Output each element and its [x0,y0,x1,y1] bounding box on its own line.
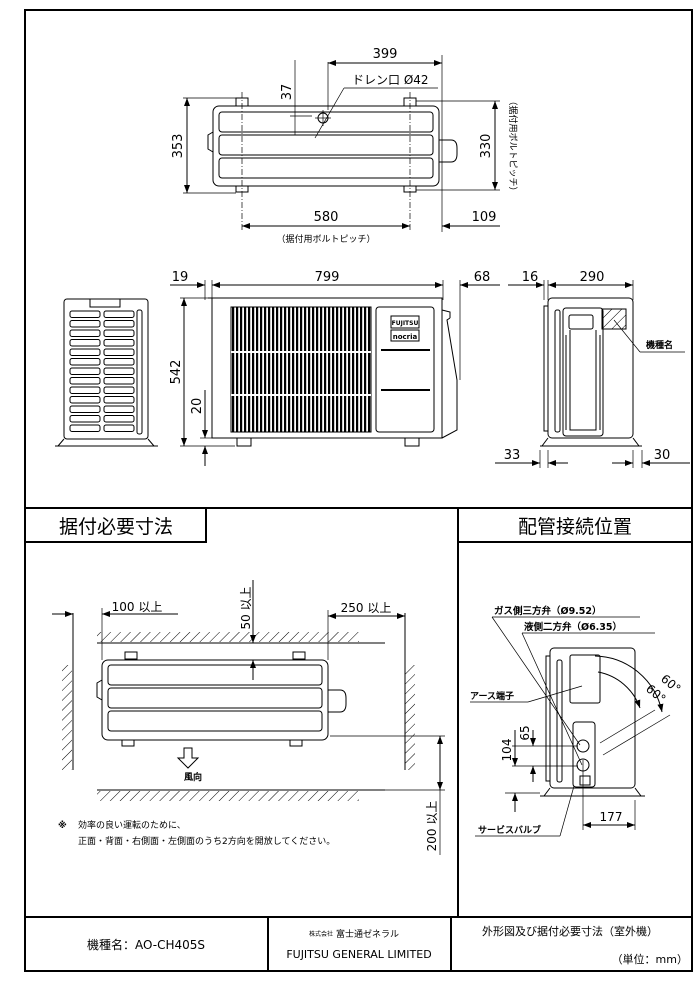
bolt-pitch-label: （据付用ボルトピッチ） [276,233,375,245]
vent-slat [69,358,101,366]
vent-slat [103,396,135,404]
vent-slat [69,367,101,375]
vent-slat [69,310,101,318]
brand-logo-nocria: nocria [393,333,418,341]
vent-slat [103,348,135,356]
unit-label: （単位：mm） [612,952,688,966]
vent-slat [69,386,101,394]
installation-title: 据付必要寸法 [59,516,173,538]
sheet-border [24,9,693,972]
front-view [170,280,500,466]
dim-68: 68 [474,270,491,285]
dim-542: 542 [169,360,184,385]
dim-330: 330 [479,134,494,159]
dim-right-clearance: 250 以上 [341,601,392,615]
note-line-2: 正面・背面・右側面・左側面のうち2方向を開放してください。 [78,835,335,847]
company-jp-prefix: 株式会社 [309,930,333,938]
dim-353: 353 [171,134,186,159]
vent-slat [103,310,135,318]
vent-slat [103,405,135,413]
note-mark: ※ [58,820,67,831]
dim-rear-clearance: 50 以上 [239,586,253,629]
left-side-view [55,298,158,447]
piping-diagram [470,616,671,837]
vent-slat [69,396,101,404]
vent-slat [69,348,101,356]
piping-title: 配管接続位置 [518,516,632,538]
dim-30: 30 [654,448,671,463]
dim-290: 290 [580,270,605,285]
company-jp: 富士通ゼネラル [336,928,399,940]
dim-580: 580 [314,210,339,225]
dim-799: 799 [315,270,340,285]
vent-slat [103,377,135,385]
liquid-valve-label: 液側二方弁（Ø6.35） [524,621,622,633]
vent-slat [103,367,135,375]
gas-valve-label: ガス側三方弁（Ø9.52） [494,605,602,617]
model-name: 機種名：AO-CH405S [87,937,205,952]
dim-109: 109 [472,210,497,225]
note-line-1: 効率の良い運転のために、 [78,819,186,831]
wind-direction-label: 風向 [184,771,202,783]
company-en: FUJITSU GENERAL LIMITED [286,948,431,961]
vent-slat [103,358,135,366]
vent-slat [103,424,135,432]
dim-left-clearance: 100 以上 [112,600,163,614]
vent-slat [69,415,101,423]
vent-slat [103,386,135,394]
right-side-view [495,280,690,468]
vent-slat [69,424,101,432]
drawing-title: 外形図及び据付必要寸法（室外機） [482,924,658,938]
dim-front-clearance: 200 以上 [425,801,439,852]
vent-slat [69,320,101,328]
dim-33: 33 [504,448,521,463]
installation-plan [52,580,445,855]
vent-slat [103,415,135,423]
vent-slat [69,339,101,347]
dim-37: 37 [280,84,295,101]
vent-slat [69,377,101,385]
earth-terminal-label: アース端子 [470,690,514,702]
dim-16: 16 [522,270,539,285]
model-label-callout: 機種名 [646,339,673,351]
dim-399: 399 [373,47,398,62]
vent-slat [69,405,101,413]
brand-logo-fujitsu: FUJITSU [392,320,419,327]
drain-label: ドレン口 Ø42 [352,73,429,87]
service-valve-label: サービスバルブ [478,824,541,836]
vent-slat [69,329,101,337]
vent-slat [103,329,135,337]
top-view [183,55,500,232]
dim-20: 20 [190,398,205,415]
dim-104: 104 [500,739,514,762]
vent-slat [103,339,135,347]
bolt-pitch-label-vertical: （据付用ボルトピッチ） [507,96,519,195]
vent-slat [103,320,135,328]
installation-title-box [24,507,207,543]
dim-65: 65 [518,725,532,740]
dim-19: 19 [172,270,189,285]
dim-177: 177 [600,810,623,824]
